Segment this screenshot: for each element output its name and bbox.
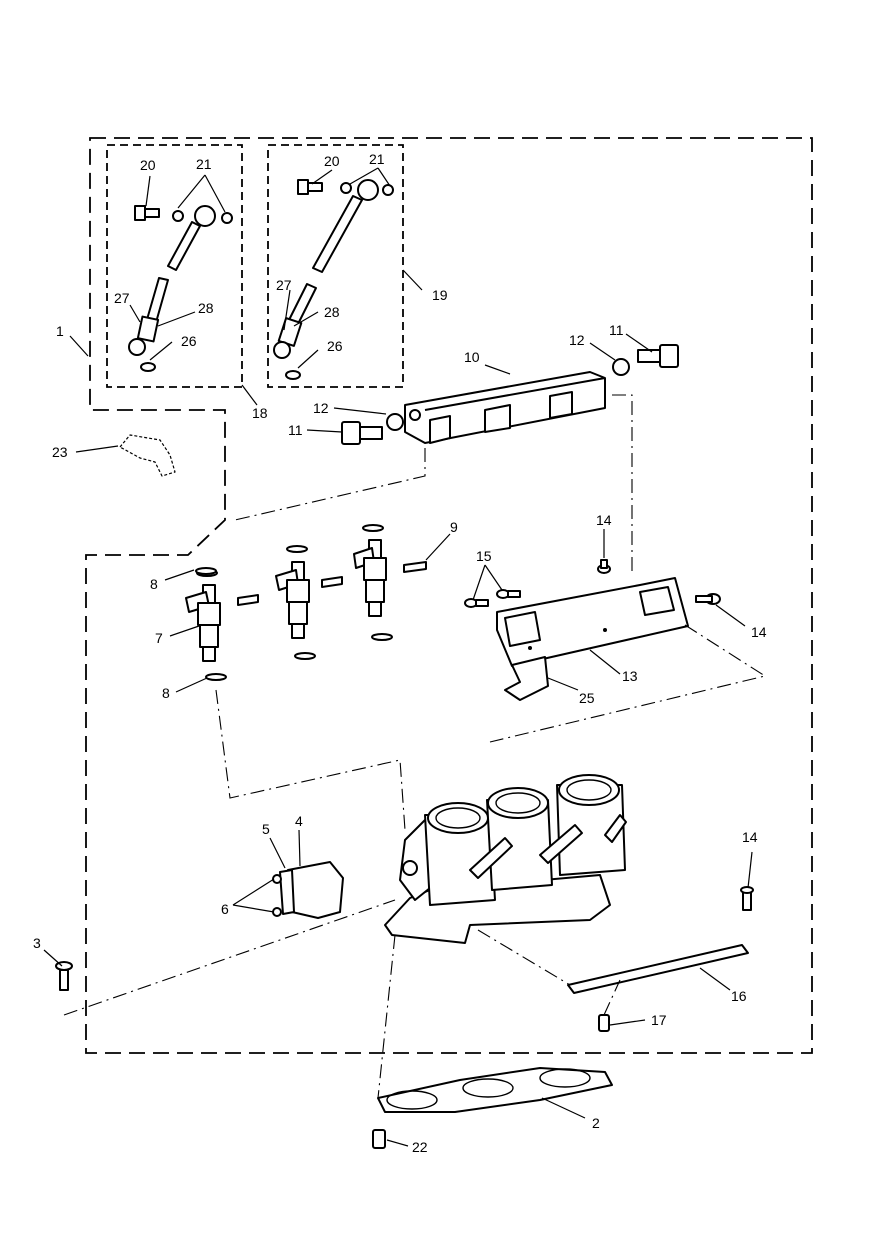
washer-21-right-a: [340, 182, 352, 194]
callout-20-right: 20: [324, 153, 340, 169]
alignment-line-throttle-to-gasket: [377, 934, 396, 1099]
o-ring-26-left: [140, 362, 156, 372]
washer-21-right-b: [382, 184, 394, 196]
callout-23: 23: [52, 444, 68, 460]
screw-14-rail: [740, 886, 754, 911]
injector-7-right: [353, 524, 387, 617]
leader-lines: [43, 167, 753, 1147]
o-ring-8-top: [195, 567, 217, 575]
washer-21-left-a: [172, 210, 184, 222]
callout-19: 19: [432, 287, 448, 303]
callout-27-left: 27: [114, 290, 130, 306]
callout-15: 15: [476, 548, 492, 564]
callout-4: 4: [295, 813, 303, 829]
bolt-11-right: [637, 344, 679, 368]
banjo-bolt-20-right: [297, 179, 323, 195]
alignment-line-screw3: [63, 899, 396, 1016]
throttle-body-assembly: [384, 774, 627, 944]
banjo-fitting-left: [194, 205, 216, 227]
fuel-rail-16: [567, 944, 749, 994]
dowel-17: [598, 1014, 610, 1032]
injector-7-middle: [275, 545, 310, 639]
screw-14-right: [695, 593, 721, 605]
callout-14-top: 14: [596, 512, 612, 528]
screw-3: [55, 961, 73, 991]
alignment-line-rail16: [477, 929, 571, 986]
alignment-line-dowel17: [603, 979, 621, 1016]
callout-26-right: 26: [327, 338, 343, 354]
callout-16: 16: [731, 988, 747, 1004]
assembly-boundary: [85, 137, 813, 1054]
callout-27-right: 27: [276, 277, 292, 293]
alignment-line-rail-to-injectors: [234, 448, 426, 521]
injector-7-left: [185, 569, 221, 662]
callout-13: 13: [622, 668, 638, 684]
washer-12-right: [612, 358, 630, 376]
banjo-fitting-right: [357, 179, 379, 201]
washer-12-left: [386, 413, 404, 431]
callout-9: 9: [450, 519, 458, 535]
clip-9-b: [321, 576, 343, 588]
sensor-4: [287, 861, 344, 919]
bracket-13: [496, 577, 689, 667]
callout-20-left: 20: [140, 157, 156, 173]
bracket-25: [504, 656, 549, 701]
dowel-22: [372, 1129, 386, 1149]
callout-11-right: 11: [609, 322, 624, 338]
callout-18: 18: [252, 405, 268, 421]
callout-labels: 1 20 21 27 28 26 18 20 21 19 27 28 26 23…: [33, 151, 767, 1155]
callout-12-left: 12: [313, 400, 329, 416]
callout-5: 5: [262, 821, 270, 837]
callout-1: 1: [56, 323, 64, 339]
bolt-11-left: [341, 421, 383, 445]
callout-14-right: 14: [751, 624, 767, 640]
fuel-rail-10: [404, 371, 606, 444]
callout-17: 17: [651, 1012, 667, 1028]
callout-10: 10: [464, 349, 480, 365]
fuel-hose-right-upper: [312, 195, 363, 273]
clip-9-a: [237, 594, 259, 606]
callout-28-right: 28: [324, 304, 340, 320]
o-ring-26-right: [285, 370, 301, 380]
callout-6: 6: [221, 901, 229, 917]
callout-8-bottom: 8: [162, 685, 170, 701]
quick-connector-27-28-left: [128, 315, 160, 356]
callout-3: 3: [33, 935, 41, 951]
seal-5: [279, 869, 295, 915]
callout-12-right: 12: [569, 332, 585, 348]
screws-15: [464, 589, 521, 608]
callout-21-left: 21: [196, 156, 212, 172]
banjo-bolt-20-left: [134, 205, 160, 221]
washer-21-left-b: [221, 212, 233, 224]
fuel-hose-left-upper: [167, 221, 201, 271]
callout-25: 25: [579, 690, 595, 706]
callout-26-left: 26: [181, 333, 197, 349]
alignment-line-rail-to-bracket: [612, 394, 633, 572]
screws-6: [272, 874, 282, 917]
callout-14-rail: 14: [742, 829, 758, 845]
callout-8-top: 8: [150, 576, 158, 592]
o-ring-right-bottom: [371, 633, 393, 641]
callout-11-left: 11: [288, 422, 303, 438]
callout-21-right: 21: [369, 151, 385, 167]
gasket-2: [377, 1067, 613, 1113]
alignment-line-bracket-to-throttle: [489, 624, 767, 743]
clip-9-c: [403, 561, 427, 573]
alignment-line-injector-to-throttle: [215, 689, 406, 831]
callout-22: 22: [412, 1139, 428, 1155]
o-ring-8-bottom: [205, 673, 227, 681]
bracket-23: [119, 434, 176, 477]
callout-7: 7: [155, 630, 163, 646]
kit-box-18: [106, 144, 243, 388]
callout-2: 2: [592, 1115, 600, 1131]
screw-14-top: [597, 559, 611, 574]
callout-28-left: 28: [198, 300, 214, 316]
o-ring-mid-bottom: [294, 652, 316, 660]
kit-box-19: [267, 144, 404, 388]
